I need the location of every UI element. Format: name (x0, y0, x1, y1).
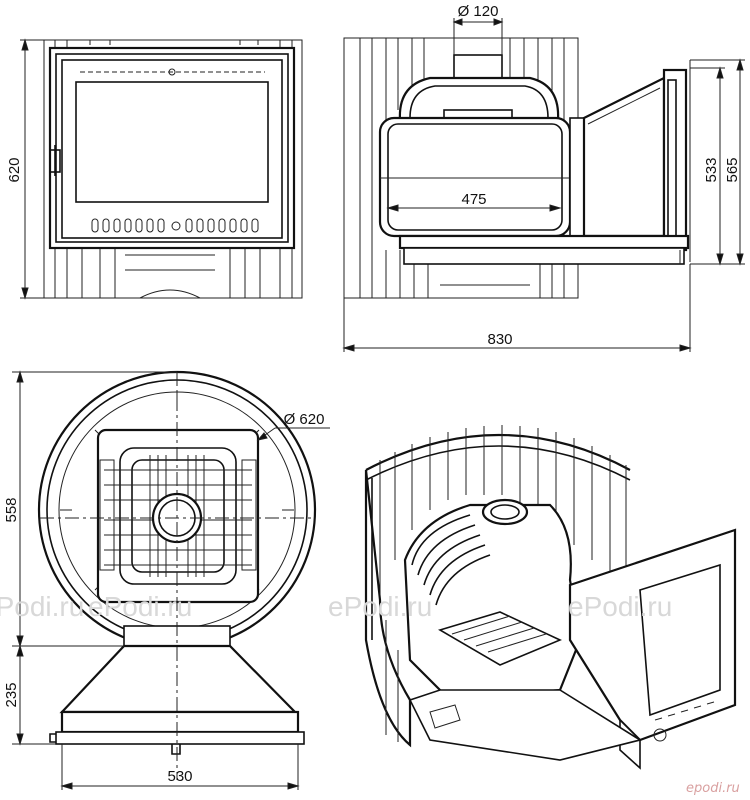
dim-pipe-diameter: Ø 120 (458, 3, 499, 20)
dim-side-inner-width: 475 (461, 191, 486, 208)
dim-body-diameter: Ø 620 (284, 411, 325, 428)
dim-side-total-length: 830 (487, 331, 512, 348)
dim-top-tunnel: 235 (3, 682, 20, 707)
watermark-3: ePodi.ru (328, 591, 432, 622)
dim-side-height-533: 533 (703, 157, 720, 182)
dim-top-width: 530 (167, 768, 192, 785)
watermark-2: ePodi.ru (88, 591, 192, 622)
site-logo: epodi.ru (686, 781, 740, 796)
dim-front-height: 620 (6, 157, 23, 182)
front-view: 620 (6, 38, 303, 300)
isometric-view (364, 425, 737, 770)
watermark-1: ePodi.ru (0, 591, 84, 622)
watermark-4: ePodi.ru (568, 591, 672, 622)
top-view: Ø 620 558 235 530 (3, 370, 330, 790)
dim-side-height-565: 565 (724, 157, 741, 182)
dim-top-depth: 558 (3, 497, 20, 522)
side-view: 475 Ø 120 533 (342, 3, 745, 352)
